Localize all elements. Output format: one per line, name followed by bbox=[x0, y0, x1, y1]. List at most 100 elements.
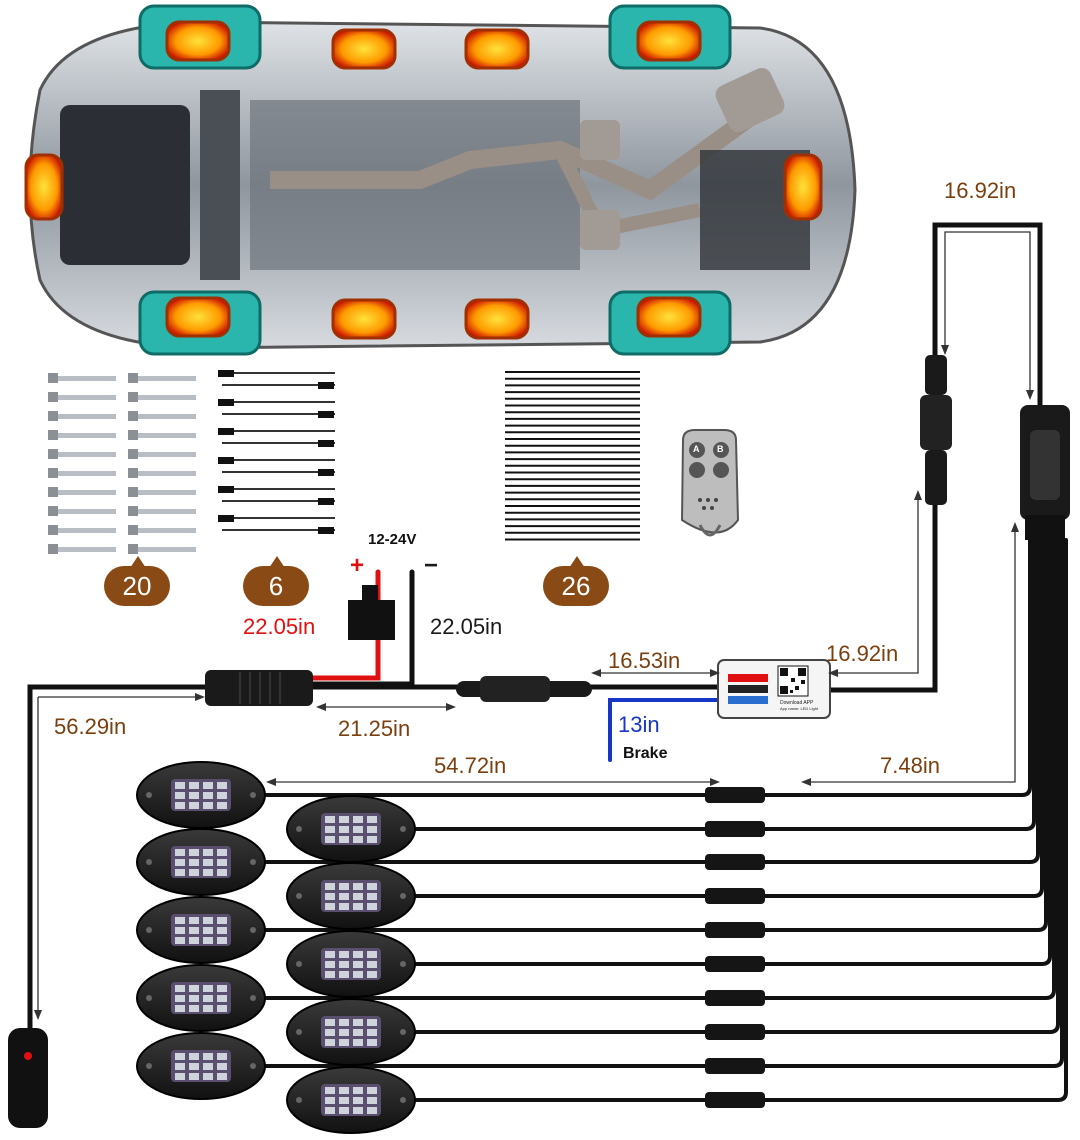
screw-head bbox=[48, 373, 58, 383]
car-rock-lights bbox=[24, 20, 823, 340]
pod-lead-plug bbox=[705, 1024, 765, 1040]
rock-light-pod bbox=[136, 896, 266, 964]
top-connector bbox=[920, 355, 952, 505]
splitter-output-wire bbox=[763, 538, 1052, 966]
switch bbox=[8, 1028, 48, 1128]
cable-ties bbox=[505, 371, 640, 541]
extension-cable bbox=[222, 401, 335, 415]
pod-lead-plug bbox=[705, 1058, 765, 1074]
splitter-output-wire bbox=[763, 538, 1036, 831]
car-underside bbox=[24, 4, 857, 356]
top-splitter-length-label: 16.92in bbox=[944, 178, 1017, 203]
screw-shaft bbox=[138, 528, 196, 533]
splitter-output-wire bbox=[763, 538, 1068, 1102]
brake-wire-length-label: 13in bbox=[618, 712, 660, 737]
extension-cable bbox=[222, 430, 335, 444]
screw-shaft bbox=[58, 433, 116, 438]
rock-light-pod bbox=[286, 1066, 416, 1134]
controller-text-line1: Download APP bbox=[780, 700, 814, 706]
screw-shaft bbox=[58, 452, 116, 457]
screw-shaft bbox=[58, 395, 116, 400]
screw-shaft bbox=[138, 509, 196, 514]
pod-lead-plug bbox=[705, 922, 765, 938]
screw-shaft bbox=[58, 509, 116, 514]
splitter-output-wire bbox=[763, 538, 1032, 797]
screw-shaft bbox=[138, 471, 196, 476]
splitter-output-wire bbox=[763, 538, 1044, 898]
screw-head bbox=[128, 392, 138, 402]
pod-lead-plug bbox=[705, 787, 765, 803]
dimension-lines bbox=[37, 231, 1031, 1012]
dimension-arrows bbox=[34, 345, 1034, 1020]
remote-label-b: B bbox=[717, 444, 724, 454]
fuse-holder bbox=[348, 585, 395, 640]
engine-block bbox=[60, 105, 190, 265]
pod-lead-plug bbox=[705, 956, 765, 972]
ties-quantity-badge: 26 bbox=[543, 556, 609, 606]
power-connector bbox=[205, 670, 313, 706]
switch-led-icon bbox=[24, 1052, 32, 1060]
pod-lead-plug bbox=[705, 990, 765, 1006]
voltage-label: 12-24V bbox=[368, 531, 417, 548]
screw-shaft bbox=[138, 433, 196, 438]
pod-lead-plug bbox=[705, 888, 765, 904]
screw-shaft bbox=[138, 395, 196, 400]
extension-cable bbox=[222, 372, 335, 386]
splitter-output-wire bbox=[763, 538, 1040, 864]
rock-light-pod bbox=[136, 1032, 266, 1100]
brake-label: Brake bbox=[623, 745, 668, 762]
rock-light-pod bbox=[286, 862, 416, 930]
switch-cable-length-label: 56.29in bbox=[54, 714, 127, 739]
pod-lead-length-label: 54.72in bbox=[434, 753, 507, 778]
rock-light-pod bbox=[136, 828, 266, 896]
negative-length-label: 22.05in bbox=[430, 614, 503, 639]
rock-light-pod bbox=[136, 964, 266, 1032]
screw-shaft bbox=[58, 376, 116, 381]
screw-shaft bbox=[58, 528, 116, 533]
pod-lead-plug bbox=[705, 1092, 765, 1108]
screws bbox=[48, 373, 196, 554]
screw-head bbox=[48, 544, 58, 554]
rock-light-pod bbox=[286, 998, 416, 1066]
screw-head bbox=[48, 525, 58, 535]
screws-quantity-badge: 20 bbox=[104, 556, 170, 606]
screw-head bbox=[128, 544, 138, 554]
rock-light-pod bbox=[136, 761, 266, 829]
light-pods bbox=[136, 761, 416, 1134]
connector-controller-length-label: 16.53in bbox=[608, 648, 681, 673]
screw-head bbox=[128, 506, 138, 516]
inline-connector bbox=[456, 676, 592, 702]
remote-label-a: A bbox=[693, 444, 700, 454]
screw-head bbox=[48, 468, 58, 478]
screw-shaft bbox=[58, 547, 116, 552]
rock-light-pod bbox=[286, 795, 416, 863]
remote-button-b bbox=[713, 442, 729, 458]
splitter-hub bbox=[1020, 405, 1070, 540]
rock-light-pod bbox=[286, 930, 416, 998]
screw-head bbox=[128, 430, 138, 440]
extension-cable bbox=[222, 459, 335, 473]
screw-head bbox=[128, 449, 138, 459]
splitter-output-wire bbox=[763, 538, 1056, 1000]
splitter-output-wire bbox=[763, 538, 1048, 932]
minus-sign: − bbox=[424, 552, 439, 579]
screw-shaft bbox=[138, 452, 196, 457]
screw-shaft bbox=[58, 490, 116, 495]
splitter-output-wire bbox=[763, 538, 1060, 1034]
power-connector-length-label: 21.25in bbox=[338, 716, 411, 741]
screw-head bbox=[48, 392, 58, 402]
positive-length-label: 22.05in bbox=[243, 614, 316, 639]
screw-shaft bbox=[138, 547, 196, 552]
screw-head bbox=[48, 487, 58, 497]
remote-control bbox=[680, 429, 740, 537]
extension-cables bbox=[218, 370, 335, 534]
screw-head bbox=[128, 468, 138, 478]
screw-head bbox=[48, 506, 58, 516]
extension-cable bbox=[222, 517, 335, 531]
screw-head bbox=[48, 411, 58, 421]
controller-box: Download APP App name: LED Light bbox=[717, 659, 831, 719]
pod-lead-plug bbox=[705, 854, 765, 870]
screw-shaft bbox=[58, 414, 116, 419]
screw-head bbox=[128, 411, 138, 421]
